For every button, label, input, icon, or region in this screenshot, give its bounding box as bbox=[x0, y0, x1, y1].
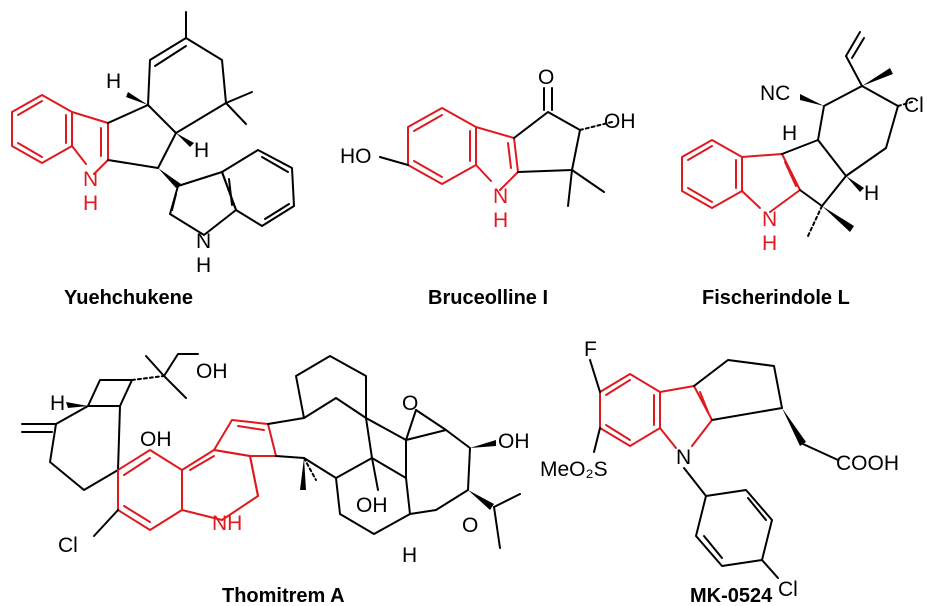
atom-nc: NC bbox=[760, 82, 790, 105]
atom-f: F bbox=[584, 338, 597, 361]
atom-o-epox: O bbox=[402, 392, 418, 415]
atom-n-core: N bbox=[83, 168, 98, 191]
atom-h1: H bbox=[106, 70, 121, 93]
benzene-ring bbox=[407, 107, 477, 185]
atom-cl: Cl bbox=[904, 94, 924, 117]
atom-h2: H bbox=[864, 182, 879, 205]
atom-o-ring: O bbox=[462, 514, 478, 537]
atom-n: N bbox=[762, 208, 777, 231]
structure-thomitrem-a: OH H OH O OH OH O H Cl NH Thomitrem A bbox=[21, 353, 530, 606]
atom-oh-low: OH bbox=[356, 494, 388, 517]
benzene-ring bbox=[599, 373, 661, 447]
atom-n-indole: N bbox=[196, 230, 211, 253]
atom-nh: NH bbox=[212, 512, 242, 535]
atom-h2: H bbox=[194, 139, 209, 162]
atom-o-ketone: O bbox=[538, 66, 554, 89]
atom-h-low: H bbox=[402, 544, 417, 567]
atom-h3: H bbox=[762, 232, 777, 255]
structure-fischerindole-l: NC Cl H H N H Fischerindole L bbox=[681, 31, 924, 309]
compound-name-mk-0524: MK-0524 bbox=[690, 585, 773, 606]
atom-meo2s: MeO₂S bbox=[540, 458, 608, 481]
atom-h1: H bbox=[782, 122, 797, 145]
atom-cl: Cl bbox=[58, 534, 78, 557]
atom-cooh: COOH bbox=[836, 452, 899, 475]
benzene-ring bbox=[11, 94, 73, 164]
benzene-ring bbox=[681, 139, 743, 209]
atom-oh-right: OH bbox=[498, 430, 530, 453]
atom-ho: HO bbox=[340, 145, 372, 168]
atom-oh-mid: OH bbox=[140, 428, 172, 451]
aromatic-ring-1 bbox=[117, 449, 183, 531]
compound-name-yuehchukene: Yuehchukene bbox=[64, 287, 193, 309]
compound-name-fischerindole-l: Fischerindole L bbox=[702, 287, 850, 309]
atom-h-core: H bbox=[83, 192, 98, 215]
atom-n: N bbox=[676, 446, 691, 469]
structure-bruceolline-i: O OH HO N H Bruceolline I bbox=[340, 66, 636, 309]
structure-mk-0524: F MeO₂S N COOH Cl MK-0524 bbox=[540, 338, 899, 606]
atom-cl: Cl bbox=[778, 578, 798, 601]
atom-oh-top: OH bbox=[196, 360, 228, 383]
atom-n: N bbox=[493, 185, 508, 208]
atom-oh: OH bbox=[604, 110, 636, 133]
compound-name-bruceolline-i: Bruceolline I bbox=[428, 287, 548, 309]
atom-h1: H bbox=[50, 392, 65, 415]
compound-name-thomitrem-a: Thomitrem A bbox=[222, 585, 345, 606]
structure-yuehchukene: H H N H N H Yuehchukene bbox=[11, 11, 295, 309]
atom-h: H bbox=[493, 209, 508, 232]
atom-h-indole: H bbox=[196, 254, 211, 277]
chlorophenyl-ring bbox=[695, 489, 773, 567]
